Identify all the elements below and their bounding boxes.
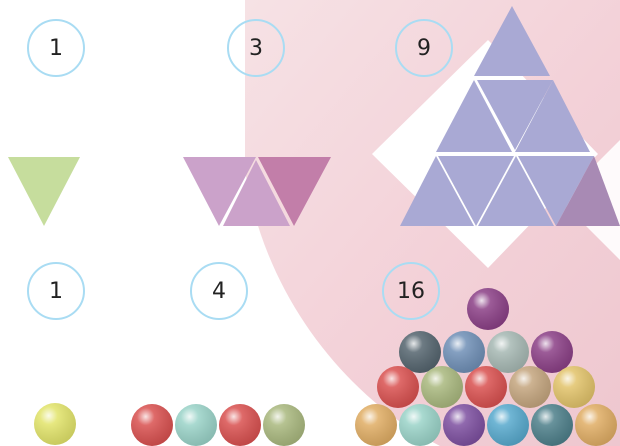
ball: [553, 366, 595, 408]
ball: [531, 331, 573, 373]
ball: [487, 404, 529, 446]
count-badge-1: 1: [27, 19, 85, 77]
ball: [399, 331, 441, 373]
ball: [263, 404, 305, 446]
count-badge-3: 3: [227, 19, 285, 77]
ball: [421, 366, 463, 408]
ball: [531, 404, 573, 446]
ball: [443, 404, 485, 446]
ball: [131, 404, 173, 446]
ball: [465, 366, 507, 408]
ball: [34, 403, 76, 445]
ball: [487, 331, 529, 373]
ball: [355, 404, 397, 446]
ball: [377, 366, 419, 408]
ball: [509, 366, 551, 408]
ball: [175, 404, 217, 446]
ball: [219, 404, 261, 446]
ball: [575, 404, 617, 446]
ball: [443, 331, 485, 373]
count-badge-9: 9: [395, 19, 453, 77]
ball: [399, 404, 441, 446]
count-badge-1b: 1: [27, 262, 85, 320]
ball: [467, 288, 509, 330]
triangle-single: [8, 157, 80, 226]
count-badge-4: 4: [190, 262, 248, 320]
count-badge-16: 16: [382, 262, 440, 320]
